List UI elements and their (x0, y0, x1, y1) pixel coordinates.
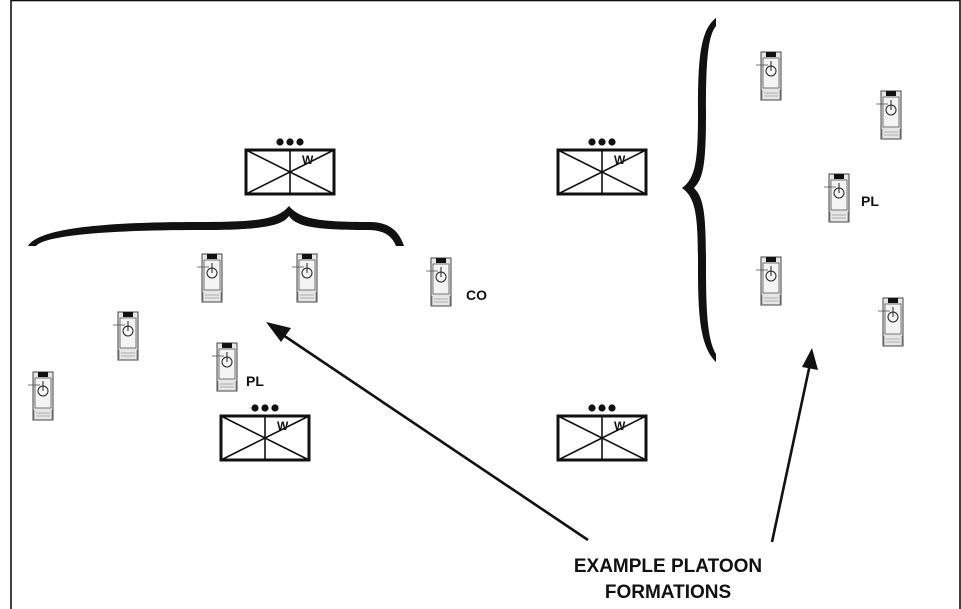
tracked-vehicle-icon (112, 311, 139, 361)
tracked-vehicle-icon (875, 90, 902, 140)
unit-letter: W (614, 419, 626, 433)
caption-line-1: EXAMPLE PLATOON (574, 556, 762, 577)
frame-border (10, 0, 961, 609)
co-label: CO (466, 287, 487, 303)
tracked-vehicle-icon (291, 253, 318, 303)
tracked-vehicle-icon (211, 342, 238, 392)
pl-label-right: PL (861, 193, 879, 209)
unit-symbol-top-right: W (556, 136, 648, 196)
tracked-vehicle-icon (877, 297, 904, 347)
tracked-vehicle-icon (425, 257, 452, 307)
pointer-arrow-icon (770, 348, 818, 543)
unit-letter: W (614, 153, 626, 167)
caption-line-2: FORMATIONS (605, 582, 731, 603)
unit-symbol-bottom-left: W (219, 402, 311, 462)
tracked-vehicle-icon (27, 371, 54, 421)
unit-letter: W (277, 419, 289, 433)
unit-symbol-top-left: W (244, 136, 336, 196)
unit-letter: W (302, 153, 314, 167)
unit-symbol-bottom-right: W (556, 402, 648, 462)
tracked-vehicle-icon (196, 253, 223, 303)
tracked-vehicle-icon (755, 51, 782, 101)
tracked-vehicle-icon (755, 256, 782, 306)
pl-label-left: PL (246, 373, 264, 389)
curly-brace-icon (682, 18, 716, 362)
pointer-arrow-icon (266, 322, 589, 542)
curly-brace-icon (28, 206, 404, 246)
tracked-vehicle-icon (823, 173, 850, 223)
